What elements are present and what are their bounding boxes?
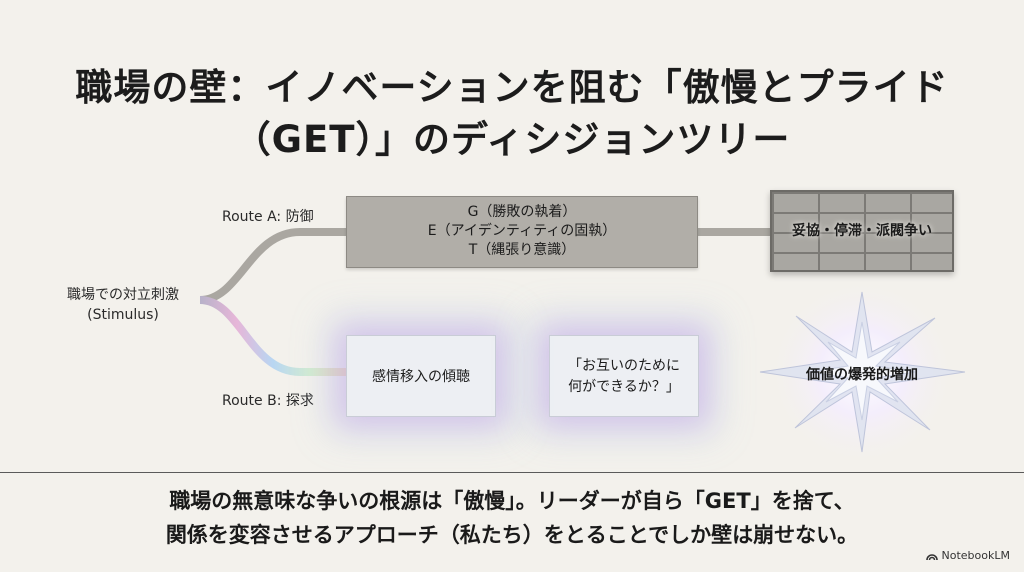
conclusion-line-2: 関係を変容させるアプローチ（私たち）をとることでしか壁は崩せない。 [165, 523, 859, 547]
route-b-outcome: 価値の爆発的増加 [806, 367, 918, 383]
brick-wall-icon [770, 190, 954, 272]
route-a-connector [199, 228, 346, 304]
route-a-get-box: G（勝敗の執着） E（アイデンティティの固執） T（縄張り意識） [346, 196, 698, 268]
conclusion-line-1: 職場の無意味な争いの根源は「傲慢」。リーダーが自ら「GET」を捨て、 [169, 489, 855, 513]
route-a-item: T（縄張り意識） [468, 242, 576, 258]
stimulus-line-2: (Stimulus) [87, 307, 159, 323]
divider [0, 472, 1024, 473]
route-b-step2-line-1: 「お互いのために [568, 358, 680, 374]
route-b-step-empathic-listening: 感情移入の傾聴 [346, 335, 496, 417]
page-title: 職場の壁：イノベーションを阻む「傲慢とプライド （GET）」のディシジョンツリー [0, 62, 1024, 166]
route-a-item: E（アイデンティティの固執） [427, 223, 617, 239]
conclusion-text: 職場の無意味な争いの根源は「傲慢」。リーダーが自ら「GET」を捨て、 関係を変容… [0, 484, 1024, 552]
route-b-step-question: 「お互いのために 何ができるか？」 [549, 335, 699, 417]
brand-label: NotebookLM [941, 549, 1010, 562]
route-a-item: G（勝敗の執着） [467, 204, 577, 220]
value-burst-icon [759, 277, 966, 467]
route-b-step2-line-2: 何ができるか？」 [568, 379, 680, 395]
route-a-label: Route A: 防御 [222, 209, 314, 225]
title-line-1: 職場の壁：イノベーションを阻む「傲慢とプライド [75, 66, 949, 109]
route-b-connector [199, 296, 346, 376]
brand-watermark: NotebookLM [925, 549, 1010, 562]
title-line-2: （GET）」のディシジョンツリー [233, 118, 791, 161]
route-b-step1-label: 感情移入の傾聴 [372, 369, 470, 385]
stimulus-node: 職場での対立刺激 (Stimulus) [48, 285, 198, 325]
route-b-label: Route B: 探求 [222, 393, 314, 409]
stimulus-line-1: 職場での対立刺激 [67, 287, 179, 303]
route-a-outcome: 妥協・停滞・派閥争い [792, 223, 932, 239]
notebooklm-logo-icon [925, 553, 938, 560]
